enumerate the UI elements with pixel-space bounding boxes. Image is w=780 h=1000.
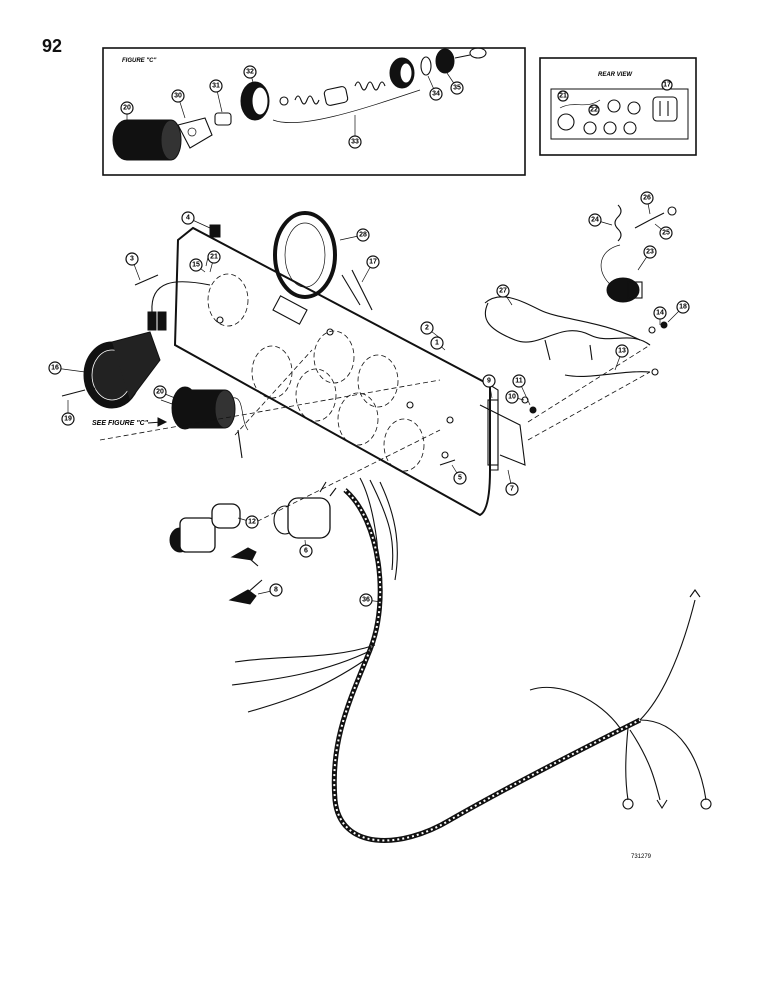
bezel-ring (273, 211, 373, 311)
light-switch (171, 386, 249, 459)
svg-text:25: 25 (662, 230, 670, 237)
wire-leads-right (484, 296, 659, 377)
svg-text:16: 16 (51, 365, 59, 372)
callout-rear-view: 21 (559, 93, 567, 100)
svg-text:14: 14 (656, 310, 664, 317)
svg-text:27: 27 (499, 288, 507, 295)
ignition-switch (273, 481, 337, 539)
callout-rear-view: 17 (663, 82, 671, 89)
svg-text:5: 5 (458, 475, 462, 482)
callout-rear-view: 22 (590, 107, 598, 114)
callout-figure-c: 35 (453, 85, 461, 92)
svg-text:4: 4 (186, 215, 190, 222)
svg-text:23: 23 (646, 249, 654, 256)
svg-text:2: 2 (425, 325, 429, 332)
svg-text:8: 8 (274, 587, 278, 594)
callouts-main: 1 2 3 4 5 6 7 8 9 10 11 12 13 14 15 16 1… (48, 191, 690, 607)
svg-text:9: 9 (487, 378, 491, 385)
rear-view-title: REAR VIEW (598, 72, 633, 78)
wiring-harness (231, 477, 712, 843)
figure-c-title: FIGURE "C" (122, 58, 157, 64)
svg-text:26: 26 (643, 195, 651, 202)
svg-text:20: 20 (156, 389, 164, 396)
svg-text:21: 21 (210, 254, 218, 261)
svg-text:11: 11 (515, 378, 523, 385)
gauge (83, 281, 211, 409)
svg-text:28: 28 (359, 232, 367, 239)
callout-figure-c: 30 (174, 93, 182, 100)
svg-text:19: 19 (64, 416, 72, 423)
callout-figure-c: 34 (432, 91, 440, 98)
keys (228, 547, 263, 605)
instrument-panel (173, 226, 499, 517)
rear-view-inset: REAR VIEW 21 22 17 (539, 57, 697, 156)
callout-figure-c: 31 (212, 83, 220, 90)
svg-text:13: 13 (618, 348, 626, 355)
svg-text:7: 7 (510, 486, 514, 493)
callout-figure-c: 32 (246, 69, 254, 76)
fasteners (61, 224, 668, 466)
svg-text:17: 17 (369, 259, 377, 266)
mounting-bracket (479, 399, 526, 466)
svg-text:3: 3 (130, 256, 134, 263)
sender-unit (600, 204, 677, 303)
svg-text:1: 1 (435, 340, 439, 347)
drawing-code: 731279 (631, 854, 652, 860)
pull-switch (169, 503, 241, 553)
svg-text:36: 36 (362, 597, 370, 604)
see-figure-note: SEE FIGURE "C" (92, 420, 149, 427)
svg-text:24: 24 (591, 217, 599, 224)
figure-c-inset: FIGURE "C" 20 30 31 32 33 34 35 (102, 47, 526, 176)
svg-text:15: 15 (192, 262, 200, 269)
svg-text:10: 10 (508, 394, 516, 401)
svg-text:18: 18 (679, 304, 687, 311)
svg-text:12: 12 (248, 519, 256, 526)
svg-text:6: 6 (304, 548, 308, 555)
callout-figure-c: 33 (351, 139, 359, 146)
callout-figure-c: 20 (123, 105, 131, 112)
page-number: 92 (42, 36, 63, 56)
